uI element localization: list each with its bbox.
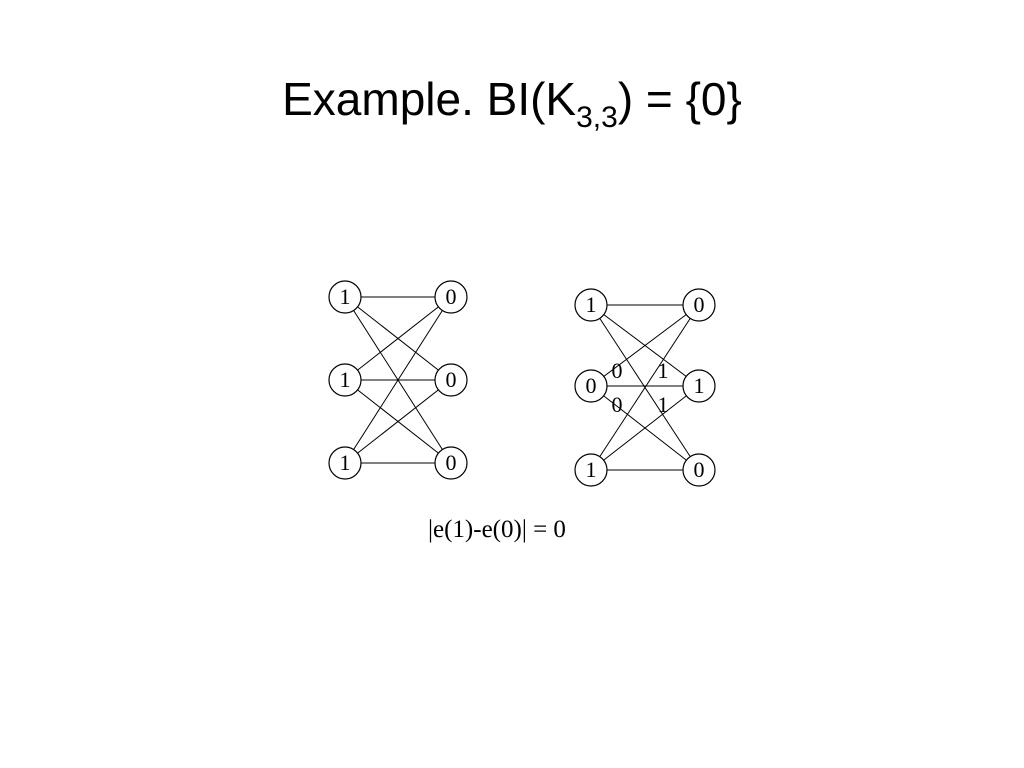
title-prefix: Example. BI(K: [282, 73, 577, 125]
left-node-label-0: 1: [586, 292, 597, 317]
right-node-label-2: 0: [694, 457, 705, 482]
edge-1-0: [590, 304, 700, 387]
right-node-label-1: 1: [694, 373, 705, 398]
title-suffix: ) = {0}: [617, 73, 742, 125]
figure-caption: |e(1)-e(0)| = 0: [428, 516, 566, 543]
edge-2-1: [344, 379, 452, 464]
right-node-1: [434, 363, 468, 397]
title-subscript: 3,3: [576, 101, 618, 134]
right-node-label-0: 0: [446, 284, 457, 309]
right-node-0: [682, 288, 716, 322]
left-node-label-2: 1: [586, 457, 597, 482]
left-node-1: [328, 363, 362, 397]
edge-label-0: 0: [612, 358, 623, 383]
left-node-label-1: 1: [340, 367, 351, 392]
left-node-1: [574, 369, 608, 403]
left-node-2: [328, 446, 362, 480]
edge-2-0: [590, 304, 700, 471]
edge-2-0: [344, 296, 452, 464]
edge-1-0: [344, 296, 452, 381]
edge-label-2: 1: [658, 358, 669, 383]
left-node-label-0: 1: [340, 284, 351, 309]
left-node-0: [574, 288, 608, 322]
right-node-0: [434, 280, 468, 314]
right-node-label-0: 0: [694, 292, 705, 317]
left-node-2: [574, 453, 608, 487]
edge-label-3: 1: [658, 392, 669, 417]
right-node-label-2: 0: [446, 450, 457, 475]
left-node-label-1: 0: [586, 373, 597, 398]
left-node-label-2: 1: [340, 450, 351, 475]
slide-title: Example. BI(K3,3) = {0}: [0, 72, 1024, 133]
edge-label-1: 0: [612, 392, 623, 417]
edge-2-1: [590, 385, 700, 471]
right-node-label-1: 0: [446, 367, 457, 392]
left-node-0: [328, 280, 362, 314]
right-node-2: [434, 446, 468, 480]
graph-left-k33: 1 1 1 0 0 0: [328, 280, 468, 480]
right-node-1: [682, 369, 716, 403]
right-node-2: [682, 453, 716, 487]
